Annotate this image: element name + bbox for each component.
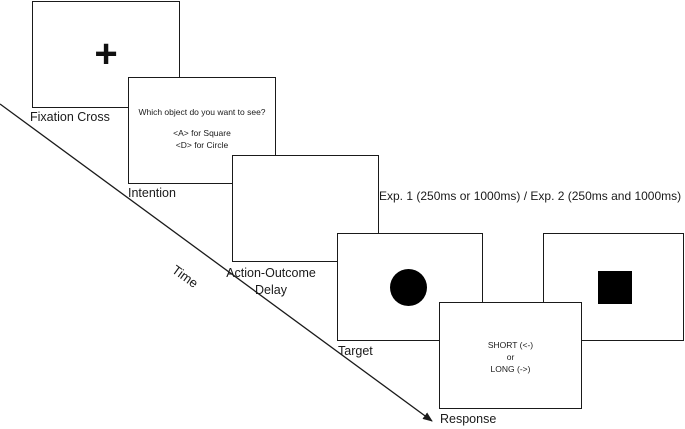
- response-or: or: [506, 351, 515, 362]
- response-screen: SHORT (<-) or LONG (->): [439, 302, 582, 409]
- target-circle-shape: [390, 269, 427, 306]
- intention-prompt: Which object do you want to see? <A> for…: [129, 107, 275, 152]
- fixation-label: Fixation Cross: [30, 110, 110, 124]
- intention-option-a: <A> for Square: [173, 127, 231, 138]
- delay-label-line1: Action-Outcome: [226, 266, 316, 280]
- delay-label-line2: Delay: [255, 282, 287, 297]
- intention-question: Which object do you want to see?: [138, 107, 266, 117]
- target-label: Target: [338, 344, 373, 358]
- target-square-shape: [598, 271, 632, 304]
- intention-label: Intention: [128, 186, 176, 200]
- response-long: LONG (->): [490, 363, 531, 374]
- response-label: Response: [440, 412, 497, 426]
- intention-option-d: <D> for Circle: [175, 139, 229, 150]
- delay-label: Action-Outcome Delay: [226, 265, 316, 299]
- response-short: SHORT (<-): [487, 340, 534, 350]
- fixation-cross-symbol: +: [94, 32, 118, 76]
- time-arrow: [0, 103, 433, 422]
- response-prompt: SHORT (<-) or LONG (->): [440, 340, 581, 376]
- delay-timing-note: Exp. 1 (250ms or 1000ms) / Exp. 2 (250ms…: [379, 189, 682, 203]
